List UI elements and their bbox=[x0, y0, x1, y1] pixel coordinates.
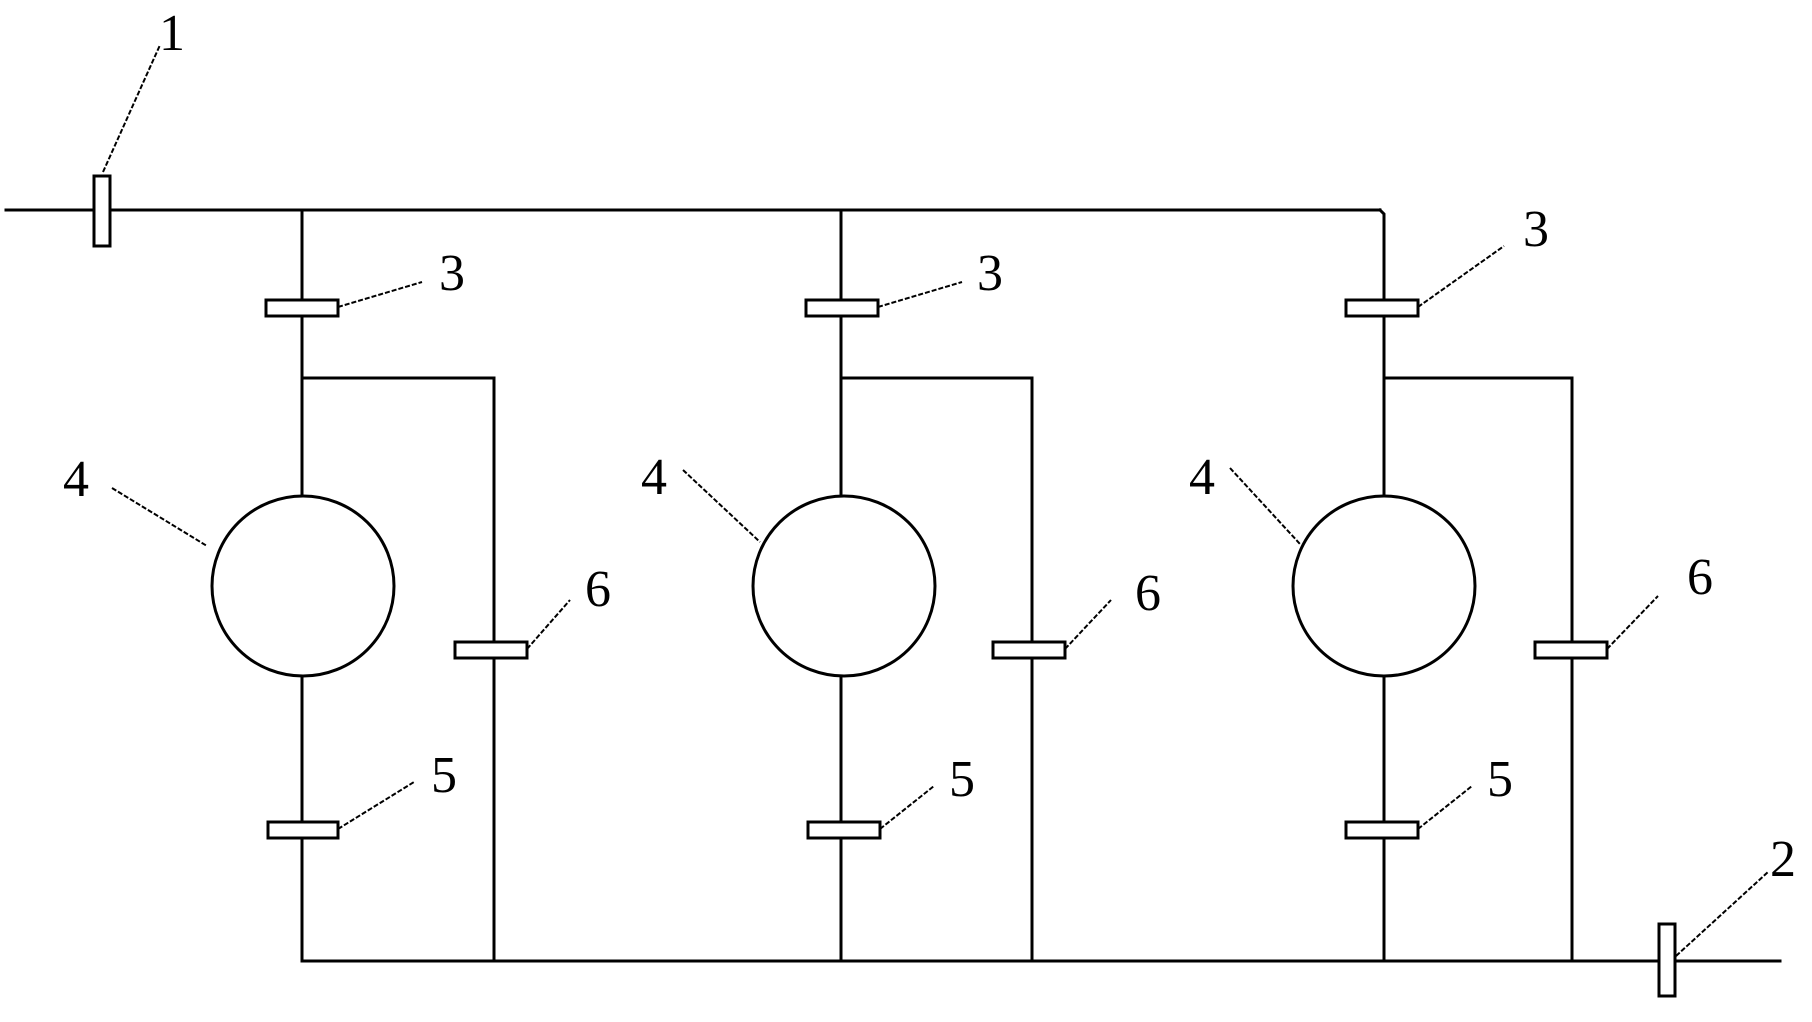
branch-a-bypass-valve-leader bbox=[526, 599, 571, 650]
branch-a-unit-leader bbox=[111, 487, 208, 547]
branch-b-upper-valve bbox=[804, 298, 880, 318]
branch-c: 3 4 5 6 bbox=[1189, 201, 1713, 963]
branch-a-bypass-line bbox=[300, 376, 496, 963]
branch-c-bypass-valve-leader bbox=[1606, 595, 1659, 650]
outlet-valve-label: 2 bbox=[1770, 831, 1796, 888]
branch-a-lower-valve-leader bbox=[337, 781, 415, 830]
branch-c-lower-valve bbox=[1344, 820, 1420, 840]
branch-a-upper-valve-leader bbox=[337, 281, 423, 308]
branch-a-lower-valve-label: 5 bbox=[431, 747, 457, 804]
branch-a-unit-label: 4 bbox=[63, 451, 89, 508]
branch-c-unit-label: 4 bbox=[1189, 449, 1215, 506]
branch-a-upper-valve bbox=[264, 298, 340, 318]
branch-b-bypass-valve-leader bbox=[1064, 599, 1112, 650]
branch-b-unit-leader bbox=[682, 469, 761, 543]
branch-c-lower-valve-label: 5 bbox=[1487, 751, 1513, 808]
inlet-valve bbox=[92, 174, 112, 248]
branch-c-bypass-valve-label: 6 bbox=[1687, 549, 1713, 606]
branch-c-main-line bbox=[1377, 207, 1386, 963]
branch-c-bypass-valve bbox=[1533, 640, 1609, 660]
branch-c-unit bbox=[1291, 494, 1477, 678]
branch-a-lower-valve bbox=[266, 820, 340, 840]
branch-b-bypass-valve-label: 6 bbox=[1135, 565, 1161, 622]
branch-c-bypass-line bbox=[1382, 376, 1574, 963]
branch-a-bypass-valve bbox=[453, 640, 529, 660]
branch-b-bypass-line bbox=[839, 376, 1034, 963]
inlet-valve-label: 1 bbox=[159, 5, 185, 62]
branch-c-unit-leader bbox=[1229, 467, 1301, 545]
branch-b-upper-valve-label: 3 bbox=[977, 245, 1003, 302]
branch-b-lower-valve-leader bbox=[879, 785, 935, 830]
branch-a-bypass-valve-label: 6 bbox=[585, 561, 611, 618]
branch-b-upper-valve-leader bbox=[877, 281, 963, 308]
branch-b-bypass-valve bbox=[991, 640, 1067, 660]
branch-b-lower-valve-label: 5 bbox=[949, 751, 975, 808]
outlet-valve bbox=[1657, 922, 1677, 998]
branch-a: 3 4 5 6 bbox=[63, 208, 611, 963]
branch-b-lower-valve bbox=[806, 820, 882, 840]
branch-b-unit-label: 4 bbox=[641, 449, 667, 506]
branch-c-upper-valve-leader bbox=[1417, 245, 1505, 308]
branch-c-upper-valve bbox=[1344, 298, 1420, 318]
branch-b: 3 4 5 6 bbox=[641, 208, 1161, 963]
branch-a-unit bbox=[210, 494, 396, 678]
outlet-valve-leader bbox=[1675, 871, 1769, 957]
branch-b-unit bbox=[751, 494, 937, 678]
branch-a-upper-valve-label: 3 bbox=[439, 245, 465, 302]
branch-c-lower-valve-leader bbox=[1417, 785, 1473, 830]
branch-c-upper-valve-label: 3 bbox=[1523, 201, 1549, 258]
inlet-valve-leader bbox=[102, 44, 161, 173]
